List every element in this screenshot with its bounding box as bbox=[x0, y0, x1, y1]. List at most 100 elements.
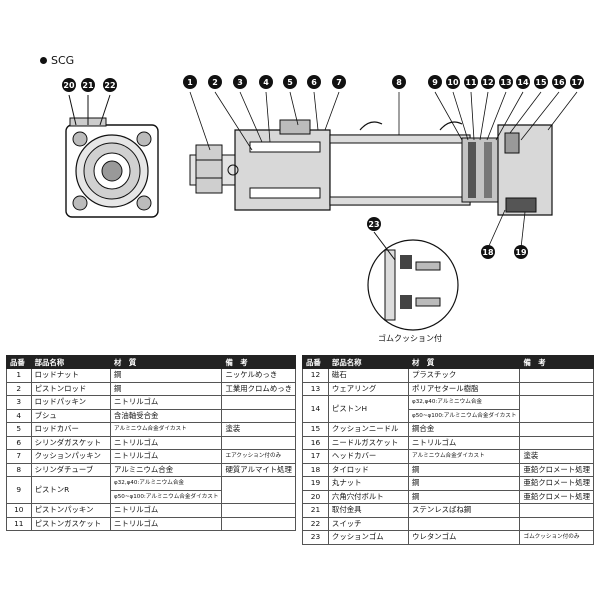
cell-no: 7 bbox=[6, 449, 32, 464]
cell-no: 12 bbox=[302, 368, 329, 383]
svg-text:6: 6 bbox=[311, 78, 317, 87]
cell-name: クッションゴム bbox=[327, 530, 410, 545]
cell-material: 鋼 bbox=[408, 476, 521, 491]
callout-10: 10 bbox=[446, 75, 460, 89]
cell-no: 5 bbox=[6, 422, 32, 437]
cell-name: ロッドパッキン bbox=[30, 395, 112, 410]
cell-no: 8 bbox=[6, 462, 32, 477]
cell-name: 六角穴付ボルト bbox=[327, 489, 410, 504]
cell-name: ピストンR bbox=[30, 476, 112, 504]
cell-name: ピストンH bbox=[327, 395, 410, 423]
cell-remarks bbox=[519, 435, 594, 450]
cell-name: クッションパッキン bbox=[30, 449, 112, 464]
cell-material: ウレタンゴム bbox=[408, 530, 521, 545]
header-remarks: 備 考 bbox=[221, 355, 296, 369]
callout-17: 17 bbox=[570, 75, 584, 89]
cell-no: 4 bbox=[6, 408, 32, 423]
cell-name: ピストンロッド bbox=[30, 381, 112, 396]
cell-remarks bbox=[221, 408, 296, 423]
figure-title-text: SCG bbox=[51, 54, 75, 67]
cell-name: ヘッドカバー bbox=[327, 449, 410, 464]
cell-material: アルミニウム合金ダイカスト bbox=[408, 449, 521, 464]
svg-text:9: 9 bbox=[432, 78, 438, 87]
svg-text:20: 20 bbox=[63, 81, 75, 90]
cell-material: 鋼 bbox=[110, 368, 223, 383]
callout-21: 21 bbox=[81, 78, 95, 92]
cell-material: ポリアセタール樹脂 bbox=[408, 381, 521, 396]
cell-name: シリンダチューブ bbox=[30, 462, 112, 477]
side-section-view bbox=[189, 119, 553, 216]
cell-material: 鋼 bbox=[408, 489, 521, 504]
cell-remarks: 塗装 bbox=[519, 449, 594, 464]
header-no: 品番 bbox=[6, 355, 32, 369]
cell-material: ステンレスばね鋼 bbox=[408, 503, 521, 518]
cell-no: 6 bbox=[6, 435, 32, 450]
cell-material: ニトリルゴム bbox=[110, 449, 223, 464]
callout-15: 15 bbox=[534, 75, 548, 89]
cushion-detail-label: ゴムクッション付 bbox=[378, 334, 442, 343]
cell-name: 丸ナット bbox=[327, 476, 410, 491]
cell-no: 1 bbox=[6, 368, 32, 383]
callout-14: 14 bbox=[516, 75, 530, 89]
callout-12: 12 bbox=[481, 75, 495, 89]
cell-no: 22 bbox=[302, 516, 329, 531]
cell-material bbox=[408, 516, 521, 531]
cell-material: ニトリルゴム bbox=[110, 395, 223, 410]
svg-text:14: 14 bbox=[517, 78, 529, 87]
callout-13: 13 bbox=[499, 75, 513, 89]
cell-material: φ50~φ100:アルミニウム合金ダイカスト bbox=[408, 408, 521, 423]
svg-text:19: 19 bbox=[515, 248, 527, 257]
callout-18: 18 bbox=[481, 245, 495, 259]
cell-material: ニトリルゴム bbox=[110, 435, 223, 450]
svg-text:3: 3 bbox=[237, 78, 243, 87]
cell-remarks: 塗装 bbox=[221, 422, 296, 437]
callout-22: 22 bbox=[103, 78, 117, 92]
callout-6: 6 bbox=[307, 75, 321, 89]
header-material: 材 質 bbox=[408, 355, 521, 369]
cell-name: 取付金具 bbox=[327, 503, 410, 518]
cell-material: ニトリルゴム bbox=[408, 435, 521, 450]
cell-name: 磁石 bbox=[327, 368, 410, 383]
table-row: φ50~φ100:アルミニウム合金ダイカスト bbox=[7, 489, 296, 504]
svg-text:12: 12 bbox=[482, 78, 493, 87]
cell-name: スイッチ bbox=[327, 516, 410, 531]
cell-remarks: 亜鉛クロメート処理 bbox=[519, 489, 594, 504]
header-remarks: 備 考 bbox=[519, 355, 594, 369]
header-no: 品番 bbox=[302, 355, 329, 369]
cell-no: 19 bbox=[302, 476, 329, 491]
svg-text:10: 10 bbox=[447, 78, 459, 87]
callout-2: 2 bbox=[208, 75, 222, 89]
callout-9: 9 bbox=[428, 75, 442, 89]
cell-remarks: ゴムクッション付のみ bbox=[519, 530, 594, 545]
cell-name: ロッドカバー bbox=[30, 422, 112, 437]
cell-no: 2 bbox=[6, 381, 32, 396]
cell-material: アルミニウム合金 bbox=[110, 462, 223, 477]
svg-text:8: 8 bbox=[396, 78, 402, 87]
svg-text:1: 1 bbox=[187, 78, 193, 87]
callout-23: 23 bbox=[367, 217, 381, 231]
callout-20: 20 bbox=[62, 78, 76, 92]
cell-name: ロッドナット bbox=[30, 368, 112, 383]
cell-no: 16 bbox=[302, 435, 329, 450]
cell-material: プラスチック bbox=[408, 368, 521, 383]
svg-text:23: 23 bbox=[368, 220, 379, 229]
cell-remarks bbox=[519, 503, 594, 518]
cell-no: 15 bbox=[302, 422, 329, 437]
cell-material: φ50~φ100:アルミニウム合金ダイカスト bbox=[110, 489, 223, 504]
table-header-row: 品番 部品名称 材 質 備 考 bbox=[6, 355, 296, 369]
cell-remarks bbox=[519, 422, 594, 437]
